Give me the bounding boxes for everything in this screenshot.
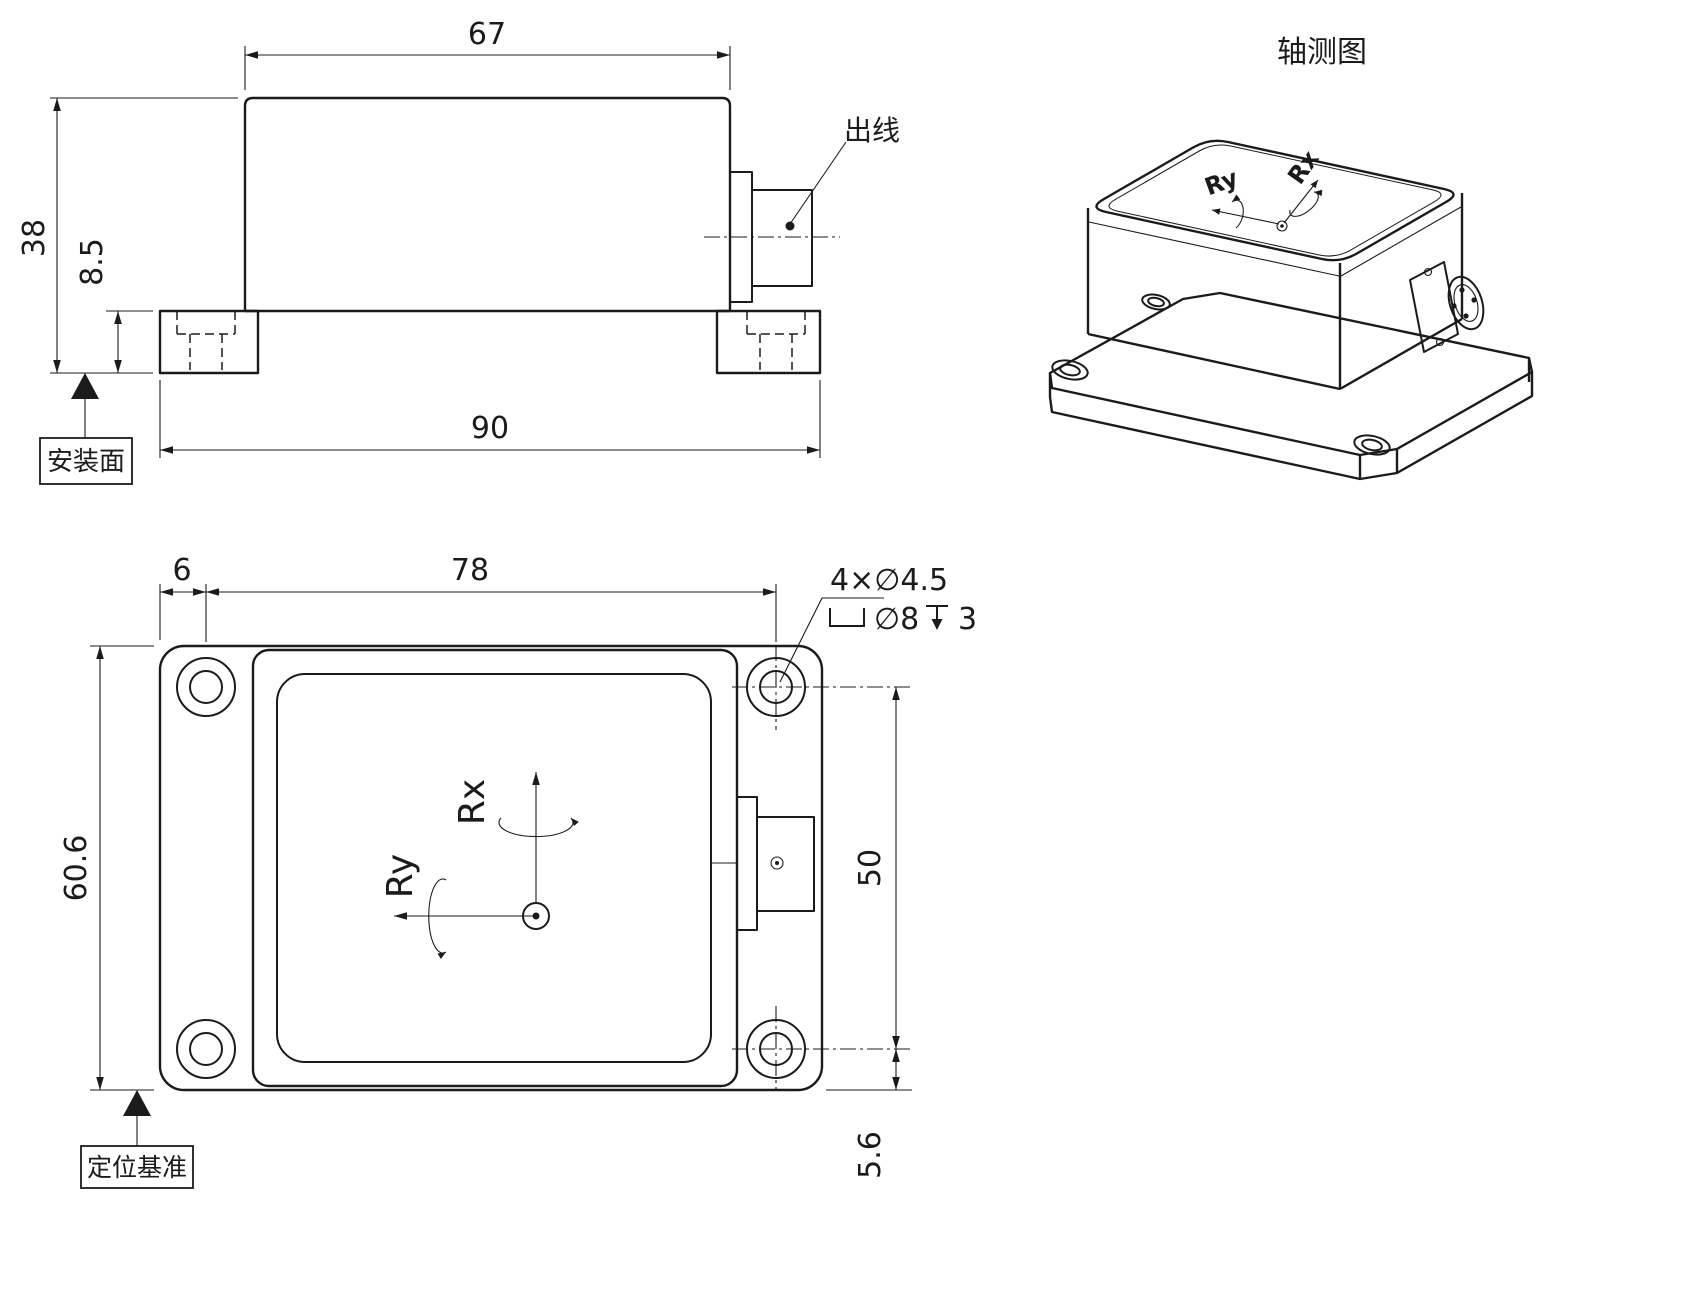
datum-triangle-icon	[71, 373, 99, 399]
counterbore-depth-text: 3	[958, 602, 977, 637]
dimension-hole-to-bottom-edge: 5.6	[826, 1049, 912, 1179]
axon-axis-marker: Rx Ry	[1201, 145, 1325, 232]
plan-rx-label: Rx	[452, 779, 493, 825]
dim-67: 67	[468, 17, 506, 52]
dim-78: 78	[451, 553, 489, 588]
mounting-surface-label: 安装面	[47, 447, 125, 477]
plan-hole-bottom-left	[176, 1019, 236, 1079]
dimension-plate-depth: 60.6	[59, 645, 154, 1091]
front-left-foot	[158, 309, 260, 375]
axon-box-lid-inner	[1108, 144, 1442, 257]
axon-rx-label: Rx	[1282, 145, 1325, 189]
axon-hole-left	[1051, 359, 1089, 381]
dim-50: 50	[853, 849, 888, 887]
depth-icon	[926, 605, 948, 630]
axon-hole-front	[1353, 434, 1391, 456]
axon-plate-sides	[1048, 358, 1534, 481]
counterbore-icon	[829, 608, 865, 627]
front-view: 出线 67 38 8.5 90	[17, 17, 900, 485]
hole-callout: 4×∅4.5 ∅8 3	[779, 563, 977, 683]
plan-hole-bottom-right	[732, 1006, 912, 1090]
axon-ry-label: Ry	[1201, 164, 1242, 202]
plan-view: Rx Ry 6 78 60.6 50 5.6	[59, 553, 977, 1189]
plan-lid-outline	[276, 673, 712, 1063]
front-left-foot-hidden-hole	[176, 311, 236, 370]
front-body-outline	[243, 96, 732, 311]
axon-box-top	[1095, 139, 1455, 262]
axon-plate-top	[1048, 291, 1534, 457]
dimension-hole-span-depth: 50	[853, 687, 900, 1049]
hole-callout-text: 4×∅4.5	[830, 563, 948, 598]
locating-datum: 定位基准	[80, 1090, 194, 1189]
front-connector-body	[751, 189, 813, 287]
plan-ry-label: Ry	[380, 854, 421, 898]
dimension-height: 38	[17, 97, 238, 374]
plan-connector	[712, 796, 815, 931]
dim-5-6: 5.6	[853, 1131, 888, 1179]
dim-6: 6	[172, 553, 191, 588]
datum-triangle-icon	[123, 1090, 151, 1116]
front-right-foot	[715, 309, 822, 375]
axonometric-title: 轴测图	[1277, 35, 1367, 70]
dimension-base-width: 90	[159, 380, 821, 458]
axon-connector	[1409, 261, 1485, 353]
cable-outlet-label: 出线	[844, 114, 900, 147]
dimension-edge-to-hole: 6 78	[159, 553, 777, 642]
counterbore-dia-text: ∅8	[874, 602, 919, 637]
plan-body-outline	[251, 648, 739, 1088]
dim-8-5: 8.5	[75, 238, 110, 286]
locating-datum-label: 定位基准	[87, 1153, 187, 1182]
dim-60-6: 60.6	[59, 835, 94, 902]
cable-leader-line	[789, 141, 847, 225]
dimension-top-width: 67	[244, 17, 731, 90]
plan-plate-outline	[158, 644, 824, 1092]
plan-axis-marker: Rx Ry	[380, 772, 579, 959]
dim-38: 38	[17, 219, 52, 257]
axon-hole-rear	[1141, 293, 1171, 311]
dimension-foot-height: 8.5	[75, 238, 153, 373]
cable-leader-dot	[785, 221, 795, 231]
dim-90: 90	[471, 411, 509, 446]
axonometric-view: 轴测图	[1048, 35, 1534, 481]
front-right-foot-hidden-hole	[746, 311, 806, 370]
plan-hole-top-left	[176, 657, 236, 717]
mounting-surface-datum: 安装面	[39, 373, 133, 485]
plan-hole-top-right	[732, 645, 912, 730]
axon-box-sides	[1086, 193, 1464, 391]
